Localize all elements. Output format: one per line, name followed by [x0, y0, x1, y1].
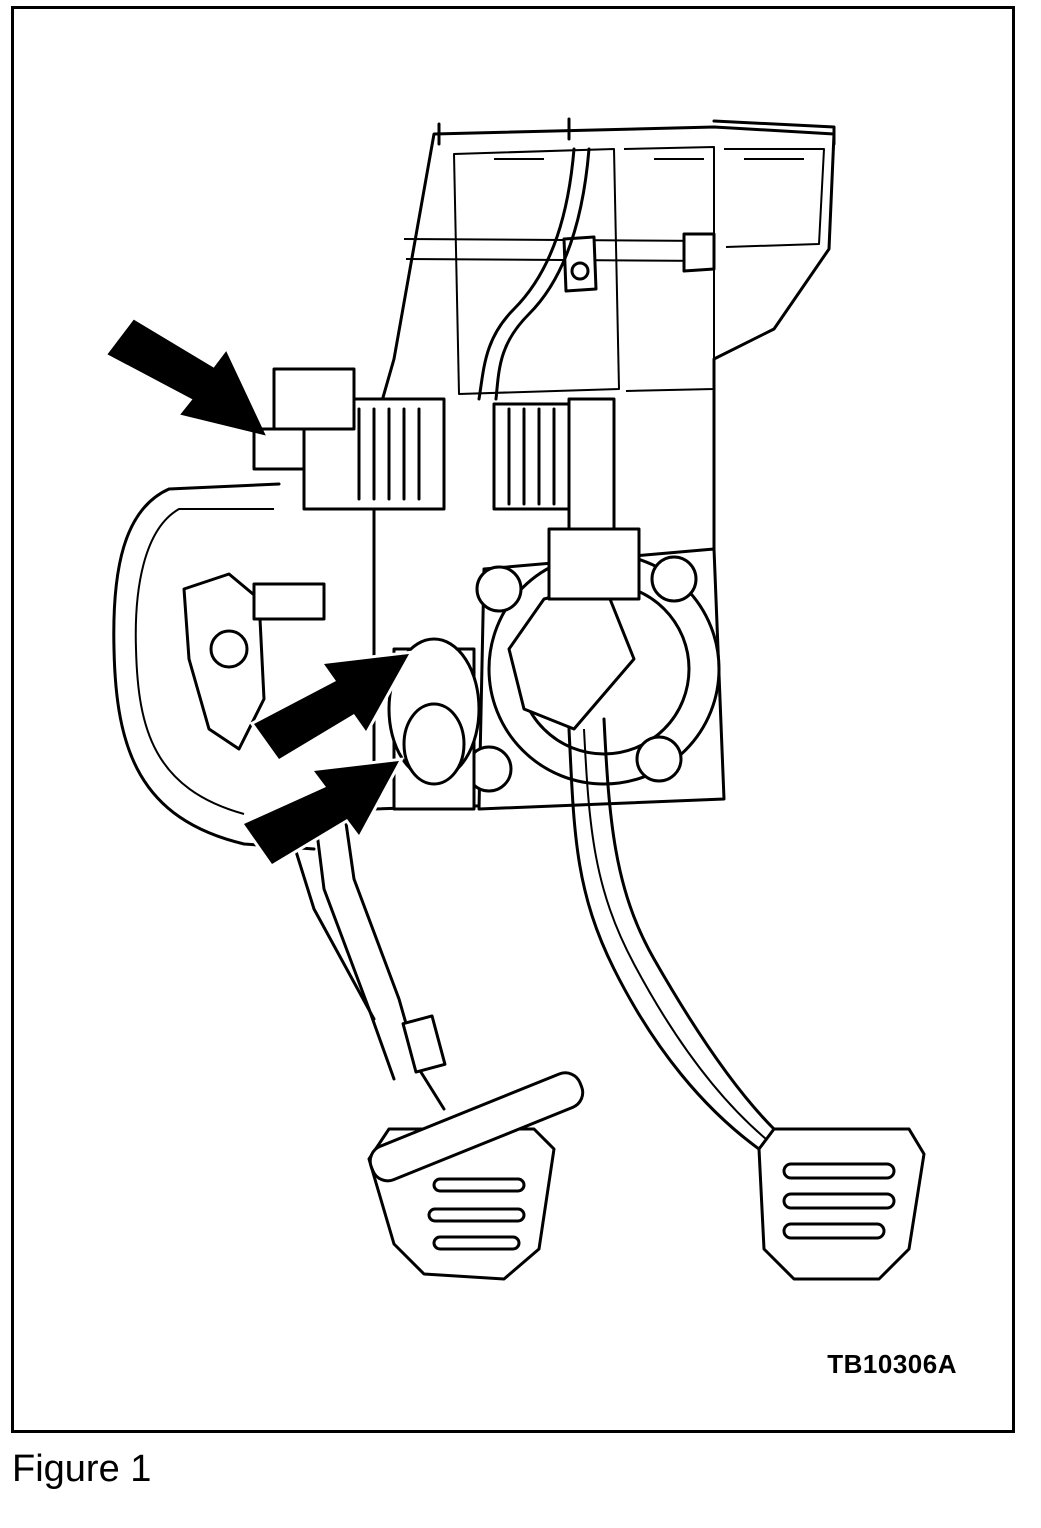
figure-frame: TB10306A	[11, 6, 1015, 1433]
figure-reference-code: TB10306A	[827, 1349, 957, 1379]
callout-arrows	[107, 319, 415, 869]
arrow-icon	[107, 319, 266, 436]
pedal-assembly-drawing	[107, 117, 926, 1281]
clutch-pedal	[287, 807, 585, 1281]
return-springs	[252, 367, 616, 531]
firewall-plate	[112, 482, 316, 851]
pivot-hub	[387, 527, 726, 811]
arrow-icon	[239, 757, 405, 869]
brake-pedal	[567, 717, 926, 1281]
figure-caption: Figure 1	[12, 1448, 152, 1490]
arrow-icon	[249, 650, 415, 763]
